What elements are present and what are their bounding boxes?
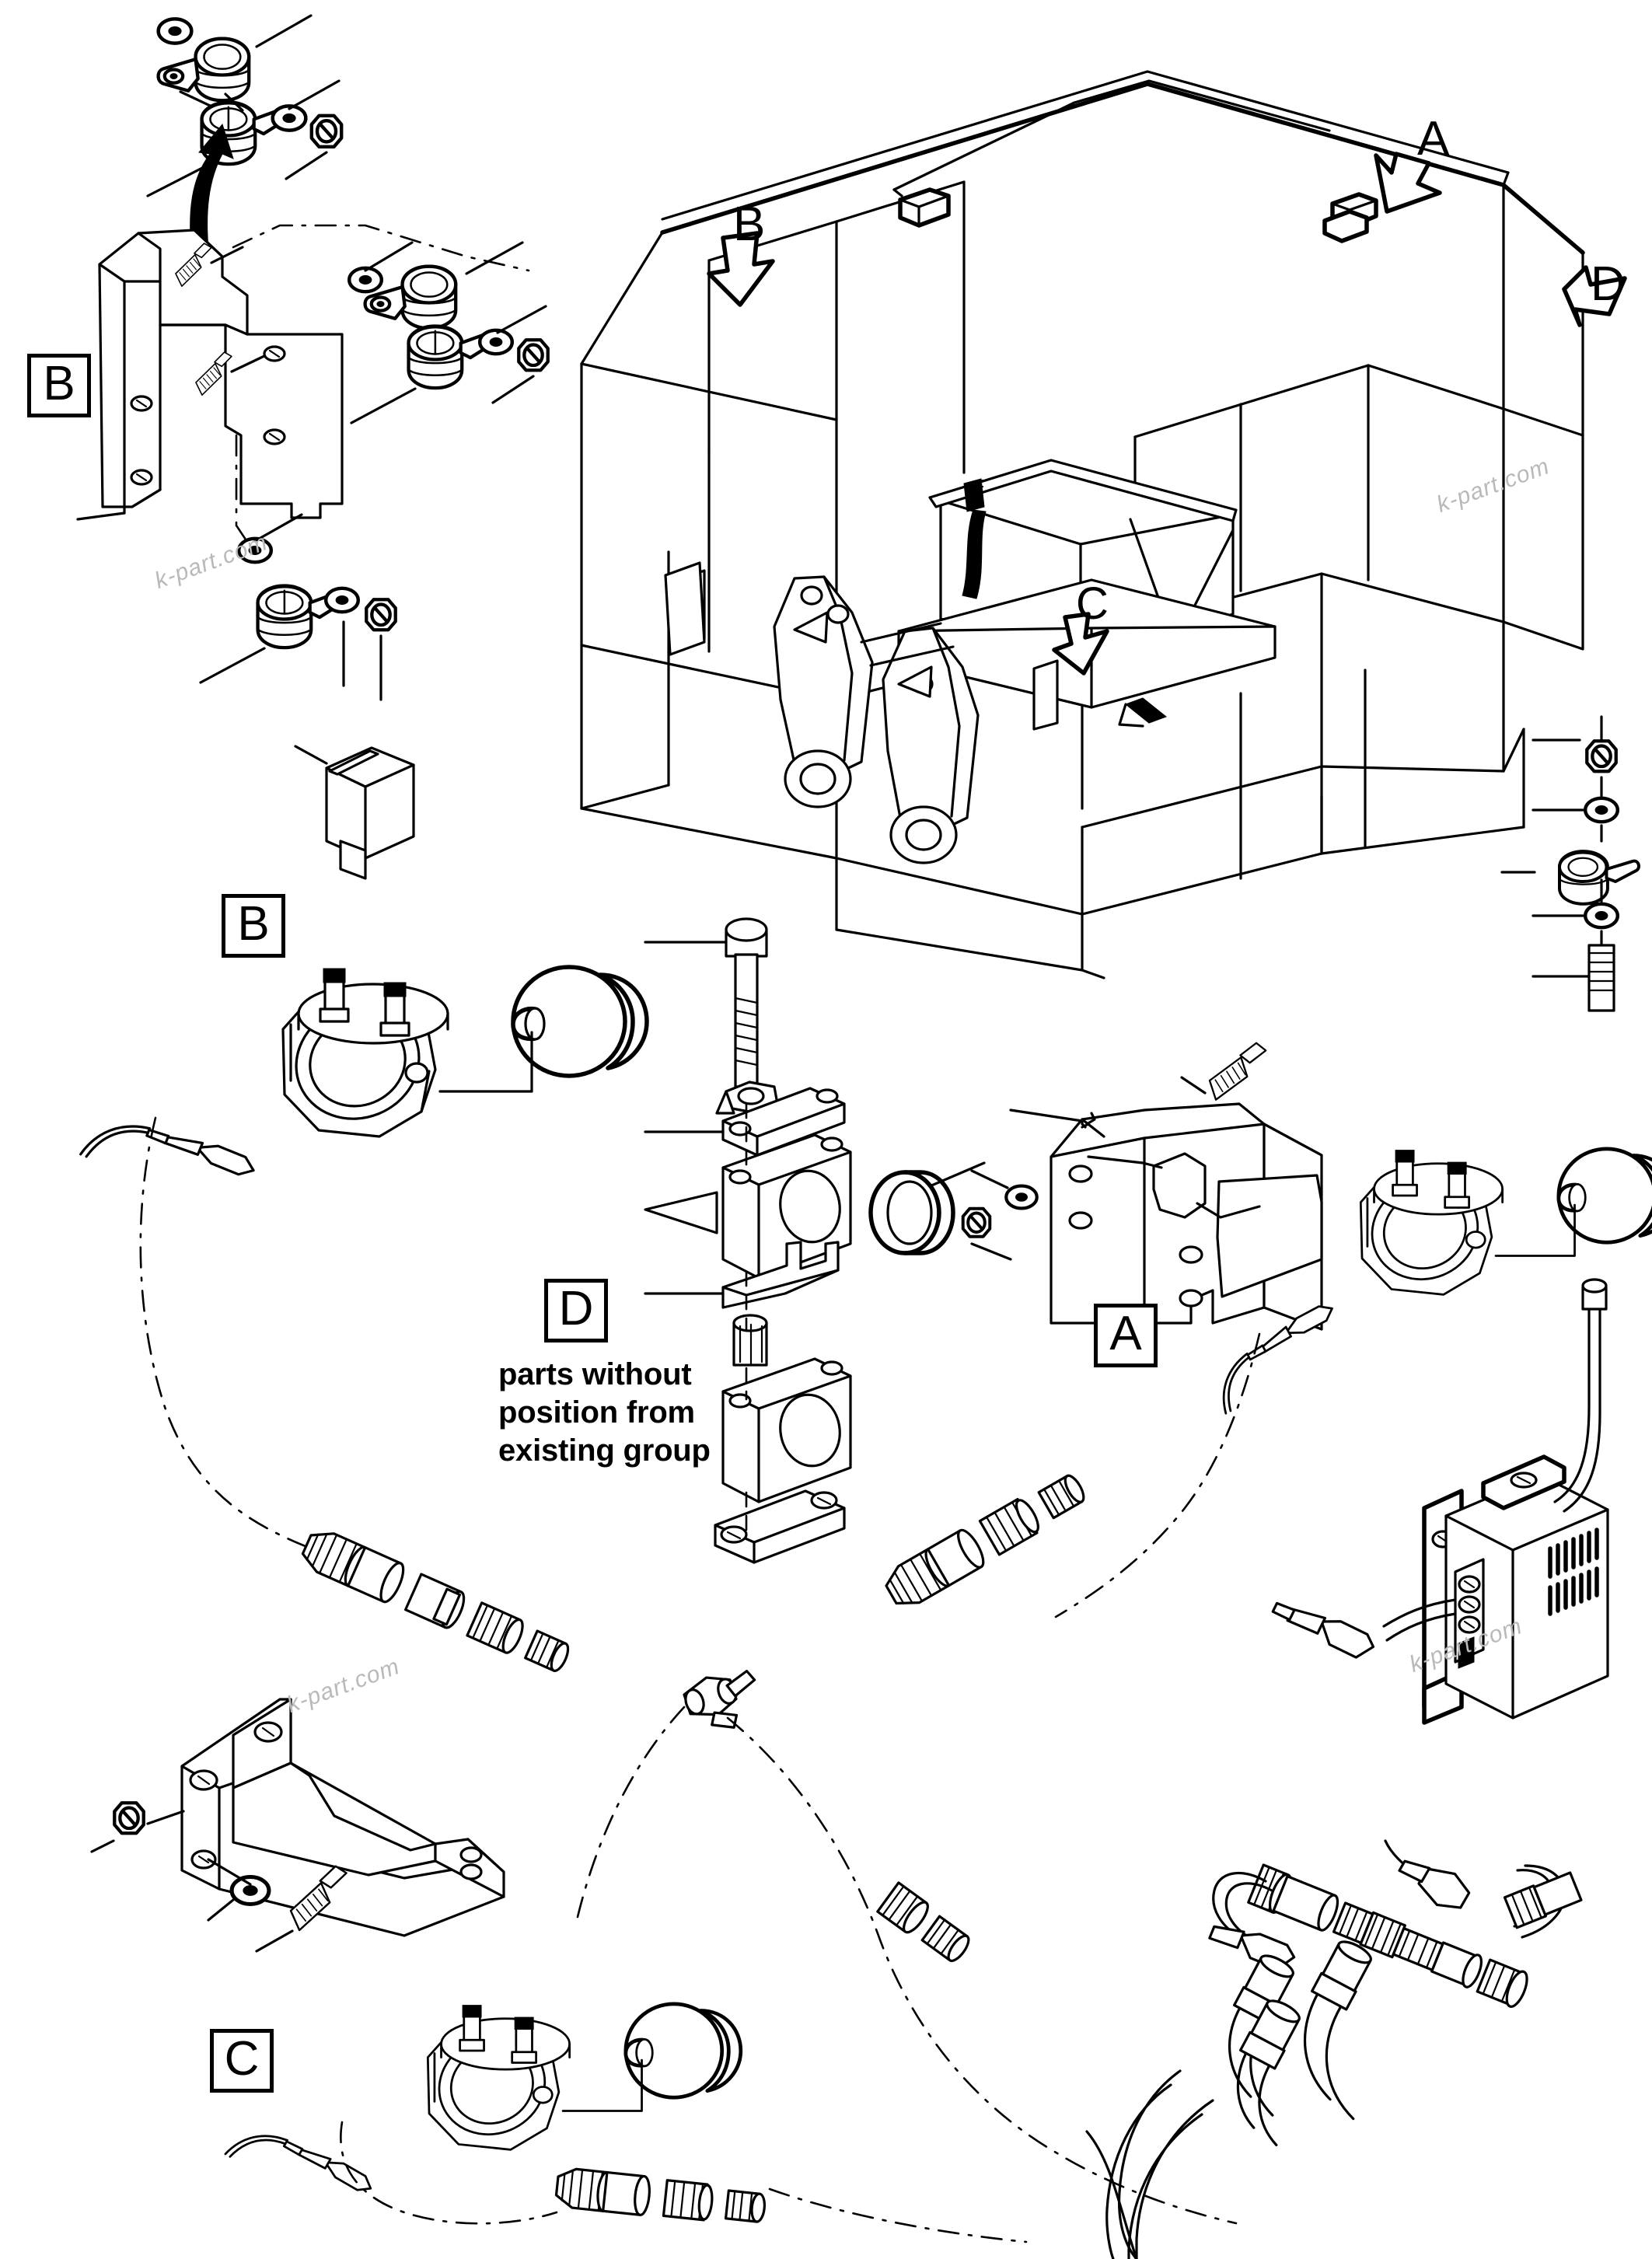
block-assembly-d: [644, 917, 986, 1564]
callout-box-d-center: D: [544, 1279, 608, 1342]
connector-group-b: [301, 1532, 570, 1672]
callout-label: B: [43, 357, 75, 410]
block-arrow-a: [1374, 152, 1442, 214]
clamp-group-bottom: [199, 513, 396, 701]
wiring-harness: [1085, 1839, 1583, 2259]
assembly-direction-arrow: [190, 123, 234, 250]
sensor-clamp-c: [224, 2002, 743, 2191]
bracket-c: [90, 1698, 505, 1953]
block-arrow-b: [707, 231, 775, 307]
relay-box: [294, 745, 415, 880]
loader-linkage: [773, 575, 980, 864]
bracket-a: [961, 1039, 1323, 1331]
connector-group-c: [554, 2167, 766, 2223]
sensor-clamp-b: [79, 965, 649, 1176]
cable-junction: [683, 1670, 756, 1729]
control-module: [1271, 1278, 1609, 1725]
block-arrow-c: [1052, 612, 1109, 676]
roof-tab-b: [898, 187, 951, 228]
callout-box-a-center-right: A: [1094, 1304, 1158, 1367]
block-arrow-d: [1562, 265, 1627, 327]
callout-label: A: [1109, 1307, 1142, 1360]
callout-label: B: [237, 897, 270, 951]
callout-box-b-top-left: B: [27, 354, 91, 417]
clamp-group-top: [146, 14, 341, 197]
arrow-label-a-machine: A: [1417, 112, 1450, 166]
callout-label: D: [558, 1282, 594, 1335]
roof-tab-a: [1322, 192, 1378, 243]
callout-box-c-bottom-left: C: [210, 2029, 274, 2093]
callout-box-b-mid-left: B: [222, 894, 285, 958]
clamp-group-right: [349, 241, 548, 424]
connector-group-mid: [876, 1881, 970, 1963]
hardware-stack-right: [1500, 715, 1640, 1012]
callout-label: C: [224, 2032, 260, 2086]
arrow-label-c-machine: C: [1076, 578, 1109, 629]
connector-group-a: [885, 1474, 1085, 1605]
mount-bracket-b: [76, 229, 344, 521]
sensor-clamp-a: [1222, 1147, 1652, 1415]
arrow-label-d-machine: D: [1591, 257, 1626, 311]
arrow-label-b-machine: B: [733, 197, 766, 251]
note-d-parts-without-position: parts without position from existing gro…: [498, 1357, 711, 1468]
